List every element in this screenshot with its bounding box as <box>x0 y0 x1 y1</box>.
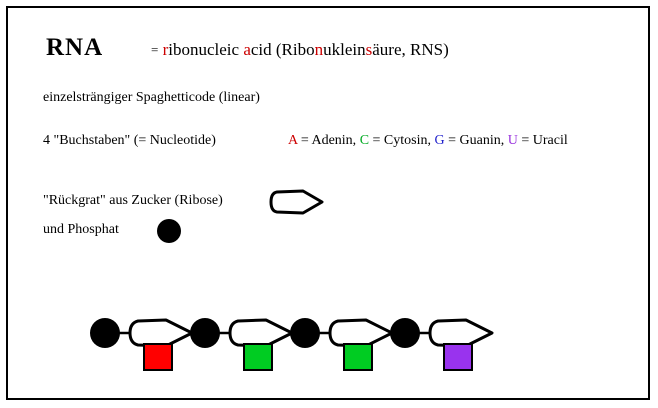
slide-border-frame: RNA = ribonucleic acid (Ribonukleinsäure… <box>6 6 650 400</box>
phosphate-circle-icon <box>157 219 181 243</box>
base-letter-g: G <box>434 133 445 148</box>
base-legend-entries: A = Adenin, C = Cytosin, G = Guanin, U =… <box>288 133 568 148</box>
expansion-plain-text: cid (Ribo <box>250 40 315 59</box>
base-name-a: = Adenin, <box>297 133 360 148</box>
base-letter-c: C <box>359 133 370 148</box>
base-square-c <box>243 343 273 371</box>
base-name-u: = Uracil <box>517 133 568 148</box>
phosphate-circle <box>290 318 320 348</box>
base-letter-u: U <box>507 133 518 148</box>
page-title: RNA <box>46 34 104 61</box>
base-legend-line: A = Adenin, C = Cytosin, G = Guanin, U =… <box>288 133 568 149</box>
backbone-label: "Rückgrat" aus Zucker (Ribose) <box>43 193 223 208</box>
nucleotide-count-label: 4 "Buchstaben" (= Nucleotide) <box>43 133 216 148</box>
equals-sign: = <box>151 42 159 57</box>
base-name-c: = Cytosin, <box>369 133 435 148</box>
expansion-highlight-letter: a <box>243 40 251 59</box>
expansion-plain-text: uklein <box>323 40 366 59</box>
rna-strand-diagram <box>83 308 508 383</box>
phosphate-label: und Phosphat <box>43 222 119 237</box>
expansion-text: ribonucleic acid (Ribonukleinsäure, RNS) <box>163 40 449 59</box>
expansion-highlight-letter: r <box>162 40 169 59</box>
base-square-c <box>343 343 373 371</box>
expansion-plain-text: äure, RNS) <box>372 40 449 59</box>
ribose-pentagon-icon <box>269 189 325 215</box>
phosphate-circle <box>90 318 120 348</box>
base-square-u <box>443 343 473 371</box>
phosphate-circle <box>190 318 220 348</box>
base-letter-a: A <box>288 133 298 148</box>
base-square-a <box>143 343 173 371</box>
ribose-pentagon <box>428 318 494 348</box>
ribose-pentagon <box>228 318 294 348</box>
title-expansion: = ribonucleic acid (Ribonukleinsäure, RN… <box>151 40 449 60</box>
ribose-pentagon <box>128 318 194 348</box>
ribose-pentagon <box>328 318 394 348</box>
expansion-highlight-letter: s <box>365 40 373 59</box>
expansion-plain-text: ibonucleic <box>168 40 244 59</box>
base-name-g: = Guanin, <box>444 133 508 148</box>
phosphate-circle <box>390 318 420 348</box>
strand-type-label: einzelsträngiger Spaghetticode (linear) <box>43 90 260 105</box>
expansion-highlight-letter: n <box>314 40 324 59</box>
